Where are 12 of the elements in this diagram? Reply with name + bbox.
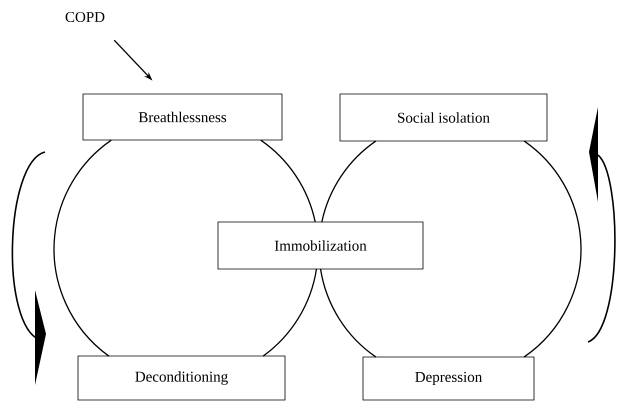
node-text: COPD <box>66 12 104 22</box>
process-box: Social isolation <box>340 94 548 142</box>
process-box: Depression <box>362 356 534 400</box>
circle-arc <box>260 140 316 222</box>
circle-arc <box>320 268 376 358</box>
circle-arc <box>524 140 582 358</box>
process-box: Immobilization <box>218 222 424 270</box>
process-box: Breathlessness <box>82 94 282 140</box>
circle-arc <box>53 140 112 357</box>
circle-arc <box>321 140 376 222</box>
circle-arc <box>262 268 318 357</box>
process-box: Deconditioning <box>78 356 286 400</box>
